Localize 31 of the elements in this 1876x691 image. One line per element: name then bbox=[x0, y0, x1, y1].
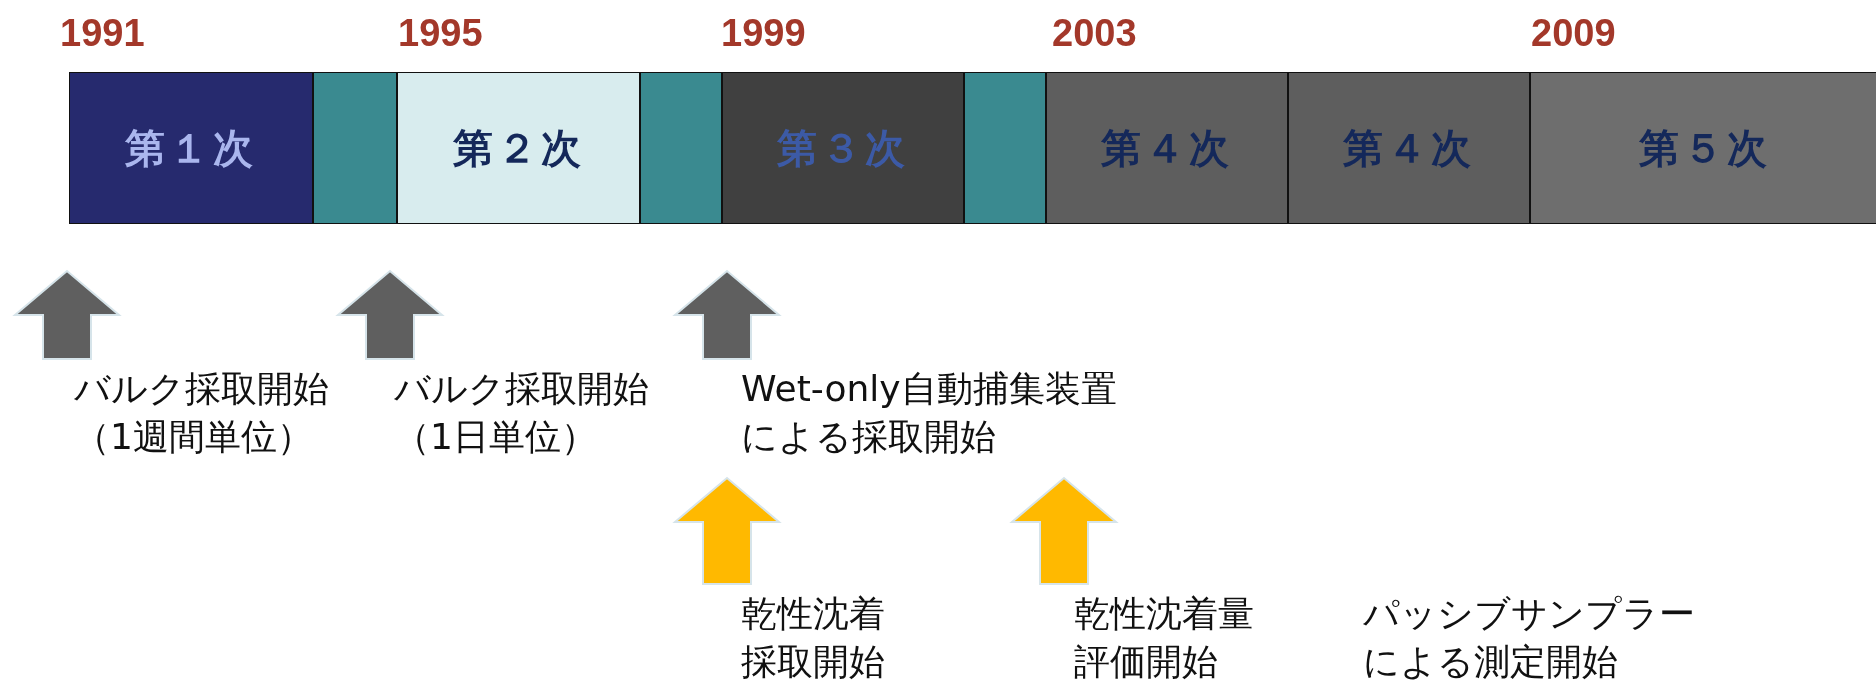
block-arrow bbox=[1009, 476, 1119, 585]
block-arrow bbox=[12, 269, 122, 360]
timeline-segment bbox=[640, 72, 722, 224]
phase-label: 第４次 bbox=[1101, 123, 1233, 173]
event-note: 乾性沈着採取開始 bbox=[715, 590, 895, 686]
timeline-segment bbox=[397, 72, 640, 224]
event-note: Wet-only自動捕集装置による採取開始 bbox=[715, 365, 1135, 461]
block-arrow bbox=[335, 269, 445, 360]
event-note: 乾性沈着量評価開始 bbox=[1060, 590, 1260, 686]
event-note: バルク採取開始（1週間単位） bbox=[60, 365, 360, 461]
year-label: 1999 bbox=[721, 12, 806, 55]
event-note: パッシブサンプラーによる測定開始 bbox=[1363, 592, 1696, 684]
timeline-segment bbox=[964, 72, 1046, 224]
timeline-segment bbox=[1288, 72, 1530, 224]
timeline-segment bbox=[69, 72, 313, 224]
block-arrow bbox=[672, 476, 782, 585]
year-label: 2003 bbox=[1052, 12, 1137, 55]
year-label: 1995 bbox=[398, 12, 483, 55]
year-label: 1991 bbox=[60, 12, 145, 55]
phase-label: 第４次 bbox=[1343, 123, 1475, 173]
year-label: 2009 bbox=[1531, 12, 1616, 55]
timeline-segment bbox=[1046, 72, 1288, 224]
timeline-segment bbox=[313, 72, 397, 224]
phase-label: 第３次 bbox=[777, 123, 909, 173]
phase-label: 第１次 bbox=[125, 123, 257, 173]
phase-label: 第２次 bbox=[452, 123, 585, 173]
event-note: バルク採取開始（1日単位） bbox=[380, 365, 650, 461]
timeline-segment bbox=[722, 72, 964, 224]
timeline-segment bbox=[1530, 72, 1876, 224]
block-arrow bbox=[672, 269, 782, 360]
phase-label: 第５次 bbox=[1639, 123, 1771, 173]
